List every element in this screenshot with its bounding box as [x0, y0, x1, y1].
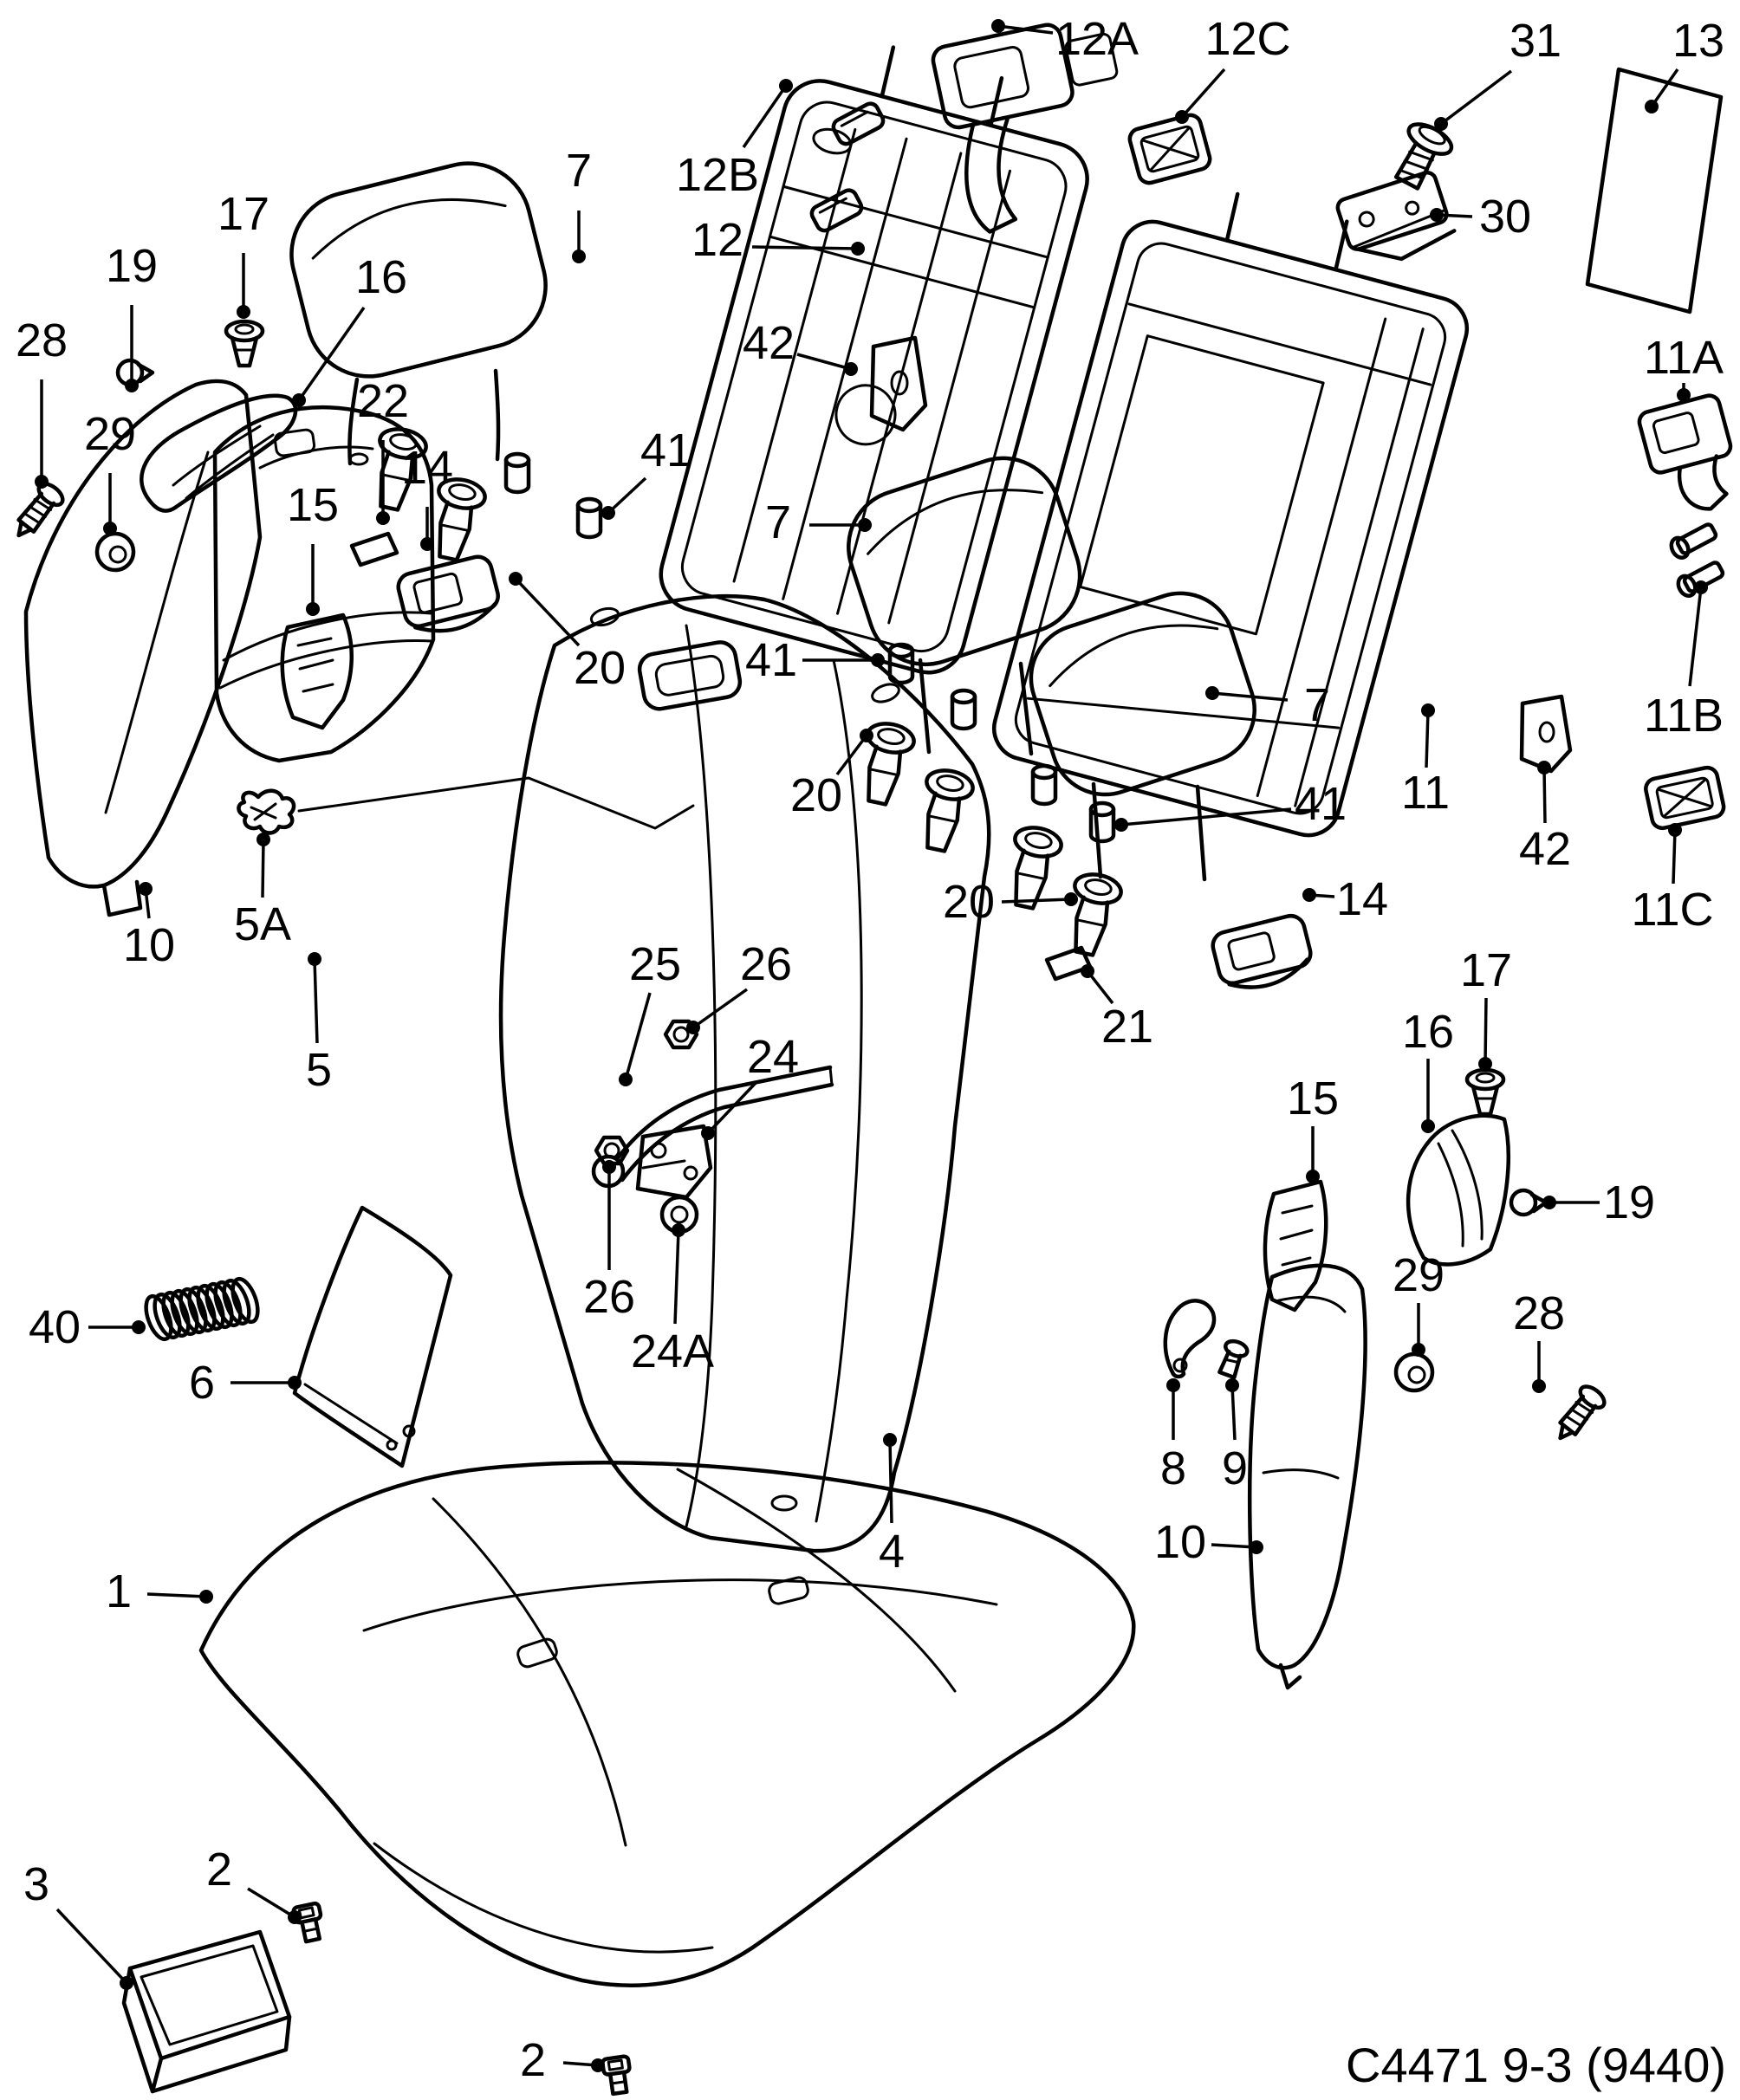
part-bolts-11b: [1669, 522, 1725, 598]
part-screw-31: [1393, 122, 1454, 191]
part-screw-9: [1217, 1338, 1250, 1380]
part-headrest-right: [1029, 591, 1256, 882]
callout-29: 29: [83, 408, 137, 460]
callout-26: 26: [582, 1271, 636, 1323]
callout-9: 9: [1221, 1442, 1249, 1494]
callout-7: 7: [565, 145, 593, 197]
part-grommet-29-left: [94, 531, 136, 573]
callout-15: 15: [1286, 1073, 1340, 1125]
part-latch-11a: [1637, 393, 1733, 511]
callout-5A: 5A: [233, 898, 292, 950]
callout-28: 28: [1512, 1287, 1566, 1339]
callout-5: 5: [305, 1044, 333, 1096]
callout-28: 28: [15, 314, 68, 366]
part-cap-42-right: [1519, 694, 1573, 774]
callout-41: 41: [1294, 778, 1347, 830]
callout-11B: 11B: [1643, 690, 1724, 742]
callout-12A: 12A: [1055, 13, 1139, 65]
part-bracket-15-right: [1263, 1179, 1328, 1312]
callout-16: 16: [354, 251, 408, 303]
callout-3: 3: [23, 1858, 50, 1910]
callout-2: 2: [205, 1844, 233, 1896]
callout-22: 22: [356, 375, 410, 427]
part-headrest-left: [289, 161, 548, 466]
part-side-trim-panel-right: [1247, 1263, 1367, 1690]
part-striker-12c: [1127, 113, 1212, 185]
callout-19: 19: [105, 240, 159, 292]
callout-1: 1: [105, 1565, 133, 1617]
callout-31: 31: [1509, 15, 1562, 67]
part-pushpin-17-left: [224, 319, 265, 368]
callout-10: 10: [122, 919, 176, 971]
callout-14: 14: [400, 442, 454, 494]
part-bracket-30: [1335, 171, 1457, 262]
part-guide-sleeves-20: [378, 427, 1123, 957]
diagram-code: C4471 9-3 (9440): [1346, 2038, 1726, 2092]
callout-10: 10: [1153, 1516, 1207, 1568]
part-panel-13: [1585, 67, 1724, 314]
callout-12: 12: [691, 214, 744, 266]
callout-12B: 12B: [675, 149, 760, 201]
callout-42: 42: [742, 317, 795, 369]
callout-15: 15: [286, 479, 340, 531]
part-clip-12b: [809, 101, 886, 233]
part-backrest-cushion-left: [212, 405, 436, 763]
callout-40: 40: [28, 1301, 81, 1353]
part-belt-guide-8: [1163, 1299, 1217, 1379]
part-storage-tray-3: [121, 1929, 292, 2094]
callout-20: 20: [573, 642, 627, 694]
part-seat-cushion-1: [198, 1461, 1136, 1987]
part-bezel-14-right: [1211, 913, 1313, 989]
callout-29: 29: [1392, 1249, 1445, 1301]
callout-41: 41: [640, 425, 693, 476]
callout-21: 21: [1100, 1001, 1154, 1053]
callout-2: 2: [519, 2034, 547, 2086]
callout-12C: 12C: [1204, 13, 1291, 65]
callout-42: 42: [1518, 823, 1572, 875]
part-armrest-board-6: [292, 1205, 453, 1468]
part-bezel-14-left: [396, 554, 500, 633]
callout-17: 17: [217, 188, 270, 240]
callout-19: 19: [1602, 1176, 1656, 1228]
part-latch-handle-right: [1406, 1113, 1510, 1267]
callout-13: 13: [1672, 15, 1725, 67]
callout-25: 25: [628, 938, 682, 990]
callout-7: 7: [764, 496, 792, 548]
callout-7: 7: [1303, 679, 1331, 731]
callout-6: 6: [188, 1357, 216, 1409]
part-bracket-15-left: [280, 612, 354, 730]
part-cap-42-left: [869, 335, 928, 432]
callout-20: 20: [942, 876, 996, 928]
part-nut-26-top: [663, 1019, 699, 1050]
part-backrest-cushion-right: [498, 593, 991, 1553]
callout-20: 20: [789, 769, 843, 821]
callout-8: 8: [1159, 1442, 1187, 1494]
callout-14: 14: [1335, 873, 1389, 925]
part-bracket-24: [635, 1124, 713, 1200]
callout-17: 17: [1459, 944, 1513, 996]
part-bolt-28-right: [1558, 1384, 1607, 1441]
callout-4: 4: [878, 1526, 906, 1578]
part-gasket-22: [349, 531, 399, 567]
part-spring-40: [144, 1276, 260, 1342]
callout-30: 30: [1478, 191, 1532, 243]
callout-26: 26: [739, 938, 793, 990]
part-clip-5a: [237, 776, 695, 835]
callout-11: 11: [1400, 767, 1451, 819]
part-bushings-41: [503, 451, 1116, 844]
callout-41: 41: [744, 634, 798, 686]
callout-16: 16: [1401, 1006, 1455, 1058]
part-latch-12a: [931, 23, 1119, 234]
part-striker-11c: [1644, 765, 1726, 831]
callout-24A: 24A: [630, 1325, 715, 1377]
callout-11C: 11C: [1631, 884, 1714, 936]
callout-11A: 11A: [1643, 332, 1724, 384]
callout-24: 24: [746, 1031, 800, 1083]
